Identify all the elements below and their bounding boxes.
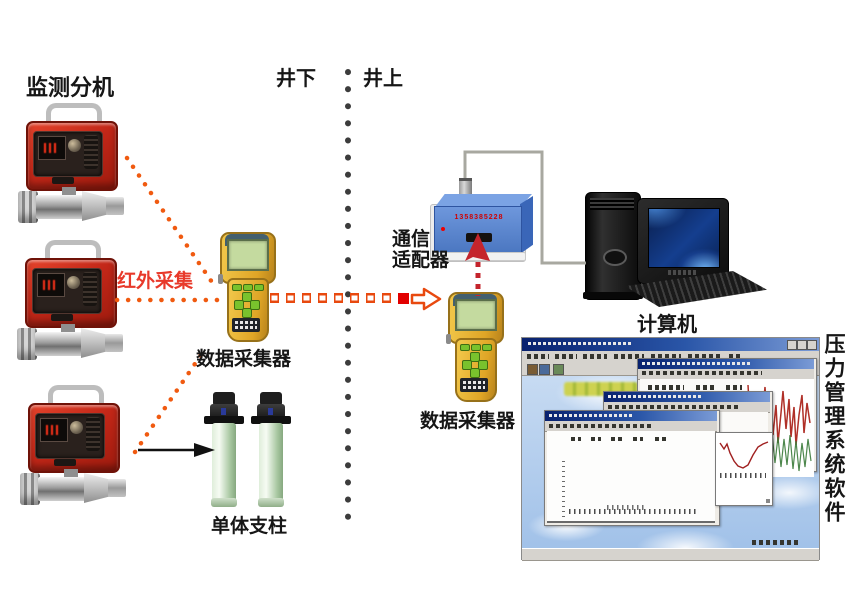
close-button (807, 340, 817, 350)
transfer-arrowhead (410, 287, 442, 311)
computer-tower (583, 192, 643, 300)
adapter-led (441, 227, 445, 231)
valley-chart-window (715, 432, 773, 506)
transfer-arrow-square (398, 293, 409, 304)
data-marks-row (569, 509, 699, 514)
data-collector-photo-underground (218, 226, 276, 342)
toolbar-icon (539, 364, 550, 375)
collector-nameplate (232, 318, 260, 332)
computer-label: 计算机 (637, 314, 697, 336)
toolbar-icon (553, 364, 564, 375)
monitoring-unit-photo-2 (17, 240, 125, 362)
device-display (38, 136, 66, 160)
infrared-link-3 (132, 349, 206, 455)
computer-monitor (637, 198, 729, 284)
software-name-label: 压力管理系统软件 (822, 333, 845, 525)
collector-dpad (242, 292, 252, 302)
status-bar (522, 548, 819, 561)
monitoring-unit-photo-3 (20, 385, 128, 507)
data-collector-right-label: 数据采集器 (420, 411, 516, 432)
single-prop-photo-2 (251, 392, 291, 512)
single-prop-photo-1 (204, 392, 244, 512)
prop-cylinder (212, 423, 236, 501)
surface-label: 井上 (363, 68, 403, 90)
maximize-button (797, 340, 807, 350)
data-collector-left-label: 数据采集器 (196, 349, 292, 370)
collector-lcd (227, 239, 269, 271)
adapter-slot (466, 233, 492, 242)
collector-button (232, 284, 242, 291)
monitoring-unit-photo-1 (18, 103, 126, 225)
valley-chart (719, 441, 769, 469)
adapter-code-text: 1358385228 (454, 214, 504, 221)
comm-adapter-label: 通信 适配器 (392, 229, 450, 271)
monitor-screen (648, 208, 720, 268)
child-window-c (544, 410, 720, 526)
data-collector-photo-surface (446, 286, 504, 402)
monitoring-unit-label: 监测分机 (26, 75, 115, 100)
device-sensor-pipe (36, 195, 86, 219)
software-screenshot (521, 337, 820, 561)
device-knob (68, 139, 81, 152)
device-label-strip (52, 177, 74, 184)
single-prop-label: 单体支柱 (211, 516, 288, 537)
device-digits (44, 143, 58, 153)
infrared-collection-label: 红外采集 (117, 271, 194, 292)
tower-badge (603, 249, 627, 266)
minimize-button (787, 340, 797, 350)
underground-label: 井下 (276, 68, 316, 90)
device-handle (46, 103, 102, 132)
device-vent (84, 135, 98, 169)
history-chart-area (547, 431, 715, 523)
toolbar-icon (527, 364, 538, 375)
resize-handle (766, 499, 770, 503)
main-window-titlebar (522, 338, 819, 351)
